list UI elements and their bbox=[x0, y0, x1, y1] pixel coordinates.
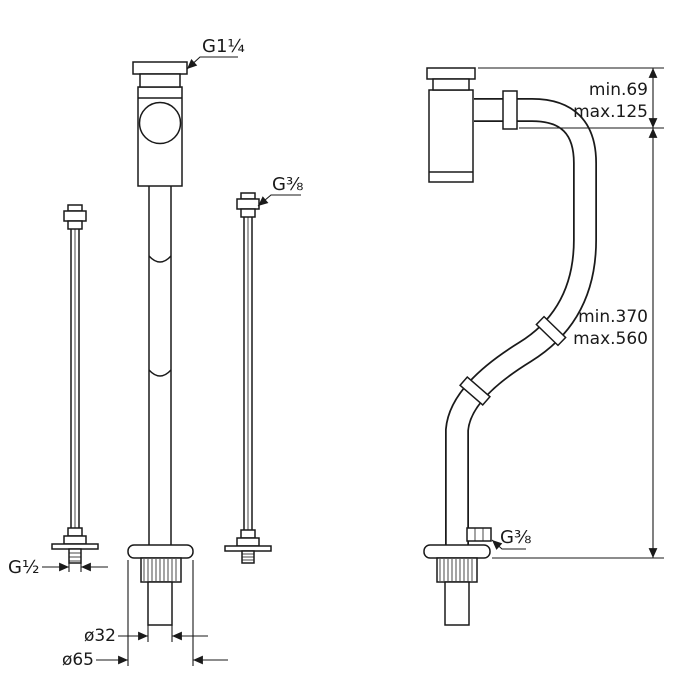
tailpipe-front bbox=[147, 581, 173, 626]
outlet-nut bbox=[502, 90, 518, 130]
trap-offset-min-label: min.69 bbox=[589, 80, 648, 100]
thread-hatching bbox=[439, 559, 473, 581]
side-view bbox=[423, 67, 597, 626]
inlet-circle bbox=[138, 101, 182, 145]
supply-hose-right bbox=[224, 192, 272, 564]
supply-hose-left bbox=[51, 204, 99, 564]
cap-thread-label: G1¼ bbox=[202, 36, 245, 57]
threaded-section-front bbox=[140, 557, 182, 583]
outlet-thread-label: G⅜ bbox=[500, 527, 531, 548]
trap-cap bbox=[426, 67, 476, 91]
pipe-collar bbox=[459, 375, 491, 407]
supply-stub bbox=[68, 548, 82, 564]
trap-offset-max-label: max.125 bbox=[573, 102, 648, 122]
front-view bbox=[51, 61, 272, 626]
tailpipe-diameter-label: ø32 bbox=[84, 626, 116, 646]
trap-housing bbox=[137, 86, 183, 187]
flange-diameter-label: ø65 bbox=[62, 650, 94, 670]
tailpipe-side bbox=[444, 581, 470, 626]
outlet-thread-leader bbox=[491, 539, 526, 550]
installation-height-min-label: min.370 bbox=[578, 307, 648, 327]
base-flange-side bbox=[423, 544, 491, 559]
bottle-trap-body bbox=[428, 89, 474, 183]
threaded-section-side bbox=[436, 557, 478, 583]
bottom-inlet-nut bbox=[466, 527, 492, 542]
pipe-collar bbox=[535, 315, 567, 347]
hose-thread-leader bbox=[257, 194, 301, 207]
dimensions: G1¼ G⅜ G½ ø32 ø65 bbox=[8, 36, 664, 670]
installation-height-max-label: max.560 bbox=[573, 329, 648, 349]
supply-thread-label: G½ bbox=[8, 557, 39, 578]
telescopic-tube bbox=[148, 186, 172, 548]
cap-thread-leader bbox=[186, 56, 238, 70]
s-pipe bbox=[445, 98, 597, 546]
thread-hatching bbox=[143, 559, 177, 581]
cap-nut bbox=[132, 61, 188, 88]
base-flange-front bbox=[127, 544, 194, 559]
hose-thread-label: G⅜ bbox=[272, 174, 303, 195]
